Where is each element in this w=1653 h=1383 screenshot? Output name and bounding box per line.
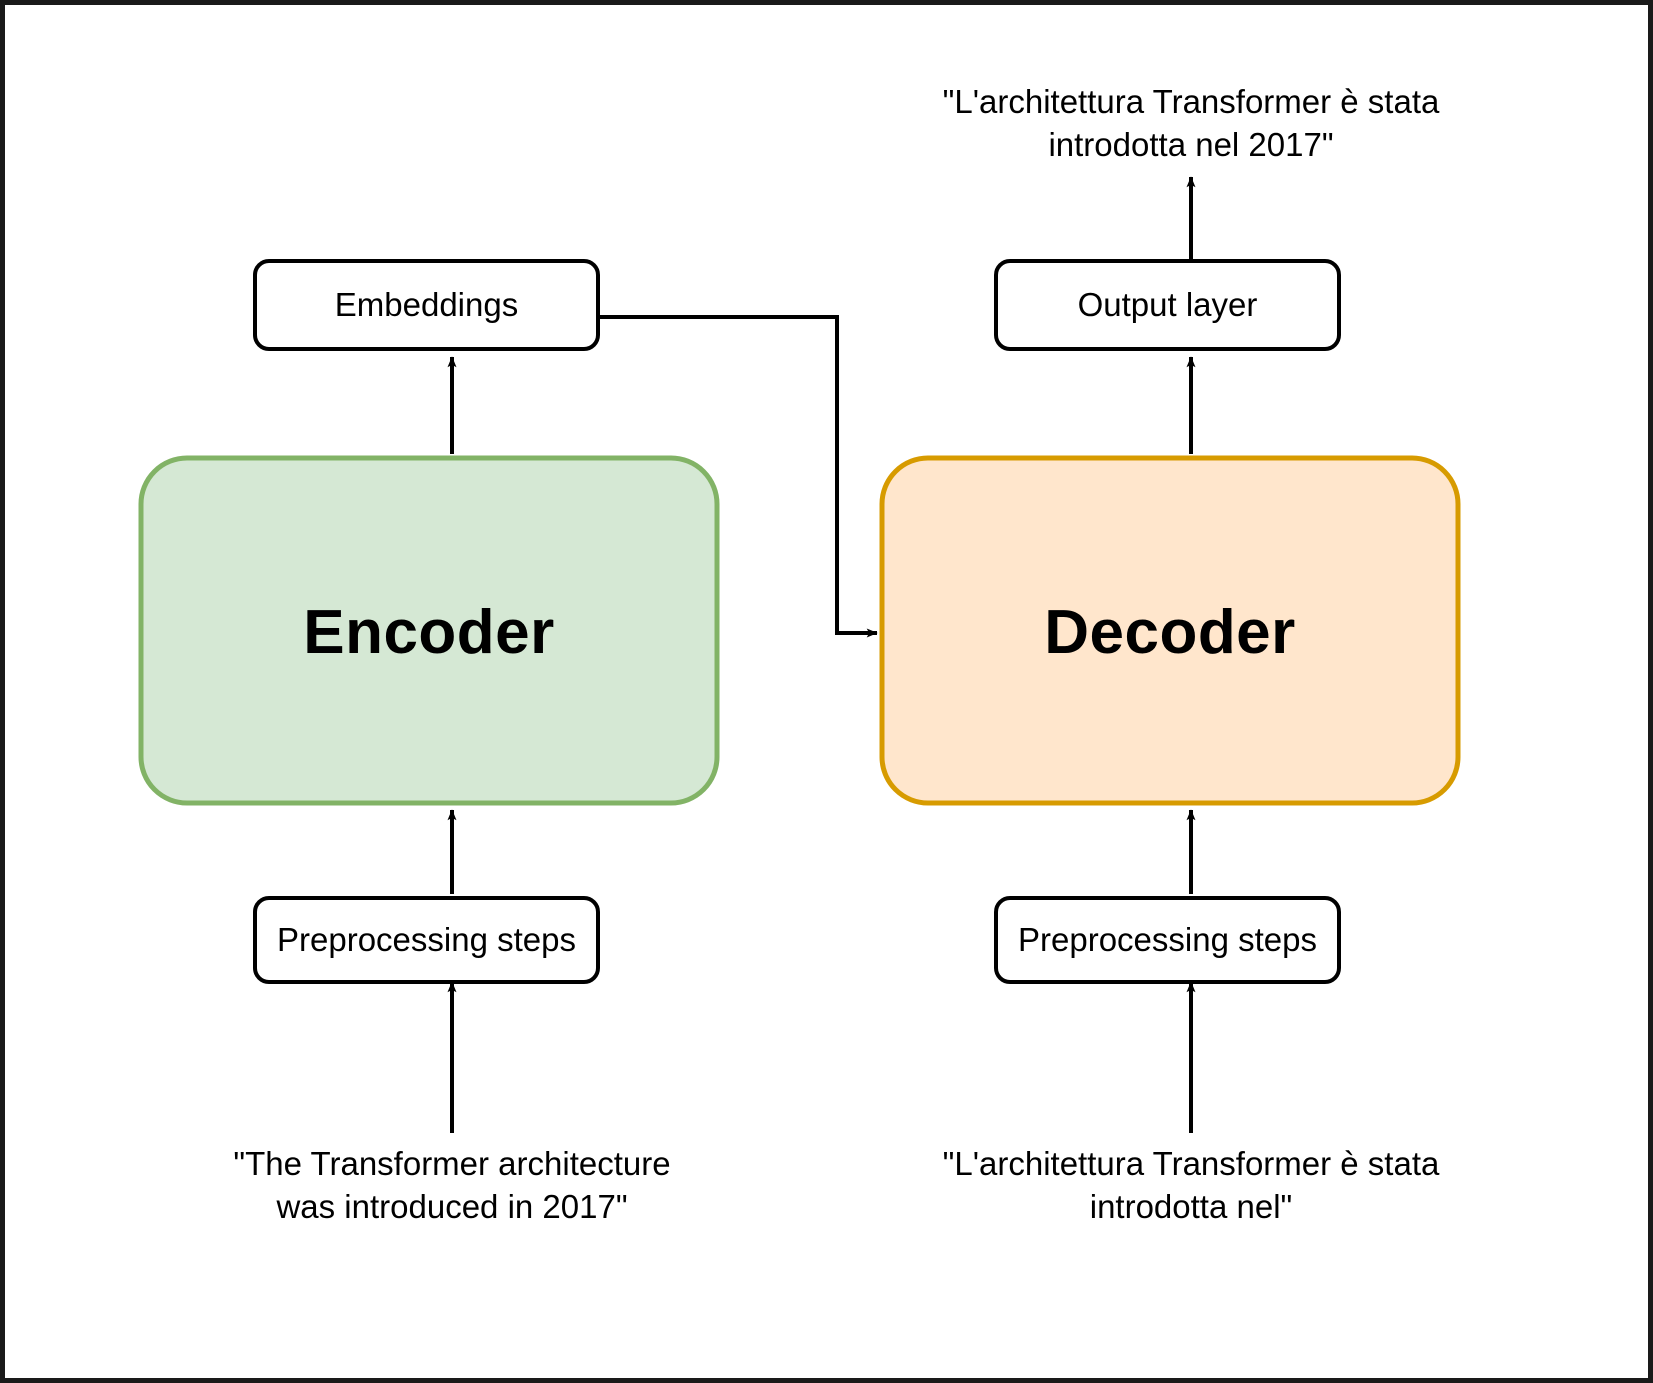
preprocessing-right-box[interactable] bbox=[994, 896, 1341, 984]
preprocessing-left-box[interactable] bbox=[253, 896, 600, 984]
decoder-block[interactable] bbox=[879, 455, 1461, 806]
embeddings-box[interactable] bbox=[253, 259, 600, 351]
encoder-block[interactable] bbox=[138, 455, 720, 806]
diagram-svg bbox=[138, 176, 1461, 1133]
output-layer-box[interactable] bbox=[994, 259, 1341, 351]
edge-embeddings-to-decoder bbox=[598, 315, 878, 638]
